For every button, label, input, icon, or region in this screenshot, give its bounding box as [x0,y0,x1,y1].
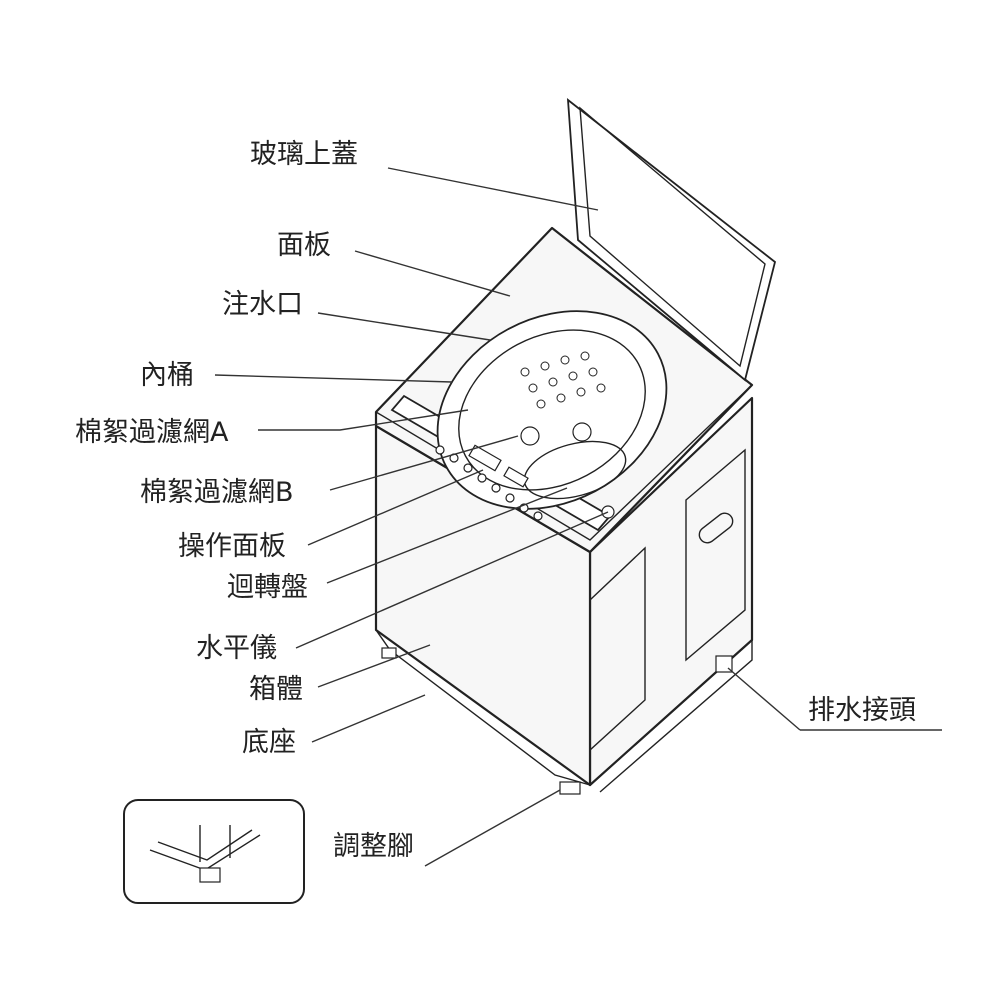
labels: 玻璃上蓋 面板 注水口 內桶 棉絮過濾網A 棉絮過濾網B 操作面板 迴轉盤 水平… [75,139,916,862]
side-foot [381,647,397,659]
base-strip [375,629,591,786]
label-cabinet: 箱體 [249,674,303,705]
washing-machine [374,98,777,795]
label-pulsator: 迴轉盤 [227,572,308,603]
label-adjustable-foot: 調整腳 [333,831,414,862]
side-panel-front [589,546,646,752]
front-foot [559,781,581,795]
control-buttons [435,444,543,521]
foot-inset-frame [123,799,305,904]
label-glass-lid: 玻璃上蓋 [250,139,358,170]
lint-filter-b-knob [572,422,592,442]
drum-holes [520,351,606,409]
label-base: 底座 [242,727,296,758]
label-drain-connector: 排水接頭 [808,695,916,726]
label-lint-filter-b: 棉絮過濾網B [140,477,294,508]
side-handle [698,512,734,544]
side-panel-rear [685,448,746,662]
label-lint-filter-a: 棉絮過濾網A [75,417,229,448]
foot-inset [123,799,305,904]
leader-lines [214,167,942,867]
foot-inset-foot [199,867,221,883]
label-inner-tub: 內桶 [140,360,194,391]
label-top-panel: 面板 [277,230,331,261]
label-water-inlet: 注水口 [222,289,303,320]
lint-filter-a-knob [520,426,540,446]
glass-lid [566,98,777,382]
label-level-gauge: 水平儀 [196,633,277,664]
label-control-panel: 操作面板 [178,531,286,562]
